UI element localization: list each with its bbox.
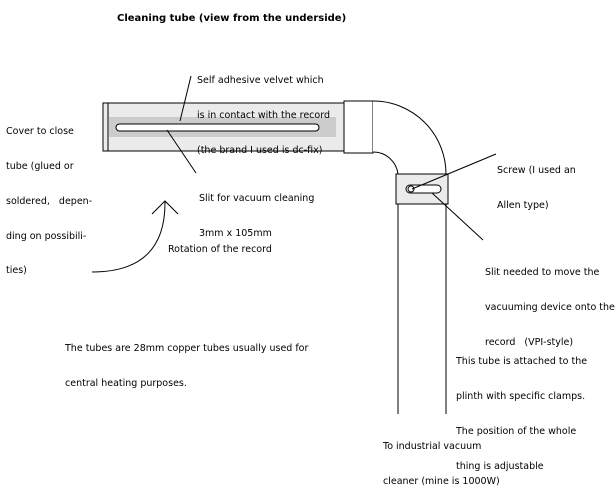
vacuum-slit-label: Slit for vacuum cleaning 3mm x 105mm <box>199 193 315 239</box>
rotation-arrow <box>91 200 166 273</box>
elbow-bend <box>372 100 447 175</box>
cleaning-tube-diagram <box>91 75 497 414</box>
screw-label: Screw (I used an Allen type) <box>497 165 576 211</box>
rotation-arrowhead <box>151 200 179 215</box>
vacuum-cleaner-label: To industrial vacuum cleaner (mine is 10… <box>383 441 500 487</box>
slit-leader <box>166 129 197 174</box>
velvet-leader <box>179 75 192 122</box>
move-slit-leader <box>431 192 484 241</box>
rotation-label: Rotation of the record <box>168 244 272 255</box>
move-slit-label: Slit needed to move the vacuuming device… <box>485 267 615 348</box>
screw-leader <box>411 153 497 190</box>
elbow-sleeve <box>343 100 374 154</box>
tubes-note: The tubes are 28mm copper tubes usually … <box>65 343 309 389</box>
vacuum-slit <box>115 123 320 132</box>
cover-label: Cover to close tube (glued or soldered, … <box>6 126 93 277</box>
screw-slot <box>405 184 442 194</box>
diagram-title: Cleaning tube (view from the underside) <box>117 13 347 24</box>
velvet-label: Self adhesive velvet which is in contact… <box>197 75 330 156</box>
screw-head <box>407 185 415 193</box>
